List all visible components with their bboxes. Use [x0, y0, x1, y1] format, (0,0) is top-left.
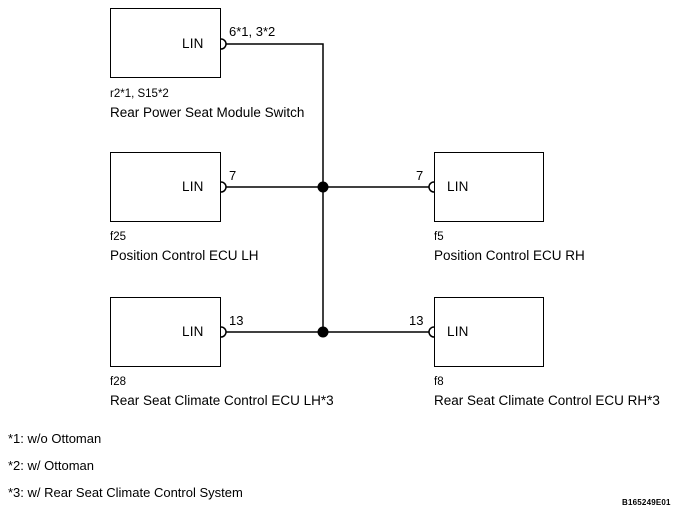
component-box-rear-seat-climate-control-ecu-lh[interactable] — [110, 297, 221, 367]
terminal-label-position-control-rh: LIN — [447, 179, 469, 194]
component-box-position-control-ecu-rh[interactable] — [434, 152, 544, 222]
footnote-2: *2: w/ Ottoman — [8, 458, 94, 473]
wire-switch-to-trunk — [226, 43, 324, 187]
reference-code: B165249E01 — [622, 498, 671, 507]
component-name-rear-power-seat-module-switch: Rear Power Seat Module Switch — [110, 105, 305, 120]
junction-dot-upper — [317, 181, 329, 193]
pin-number-position-control-lh: 7 — [229, 168, 237, 183]
component-box-rear-power-seat-module-switch[interactable] — [110, 8, 221, 78]
connector-id-rear-power-seat-module-switch: r2*1, S15*2 — [110, 88, 169, 100]
pin-number-switch: 6*1, 3*2 — [229, 24, 276, 39]
pin-number-climate-control-lh: 13 — [229, 313, 244, 328]
junction-dot-lower — [317, 326, 329, 338]
component-name-position-control-ecu-lh: Position Control ECU LH — [110, 248, 259, 263]
terminal-label-climate-control-lh: LIN — [182, 324, 204, 339]
pin-number-position-control-rh: 7 — [416, 168, 424, 183]
connector-id-position-control-ecu-rh: f5 — [434, 231, 444, 243]
connector-id-rear-seat-climate-control-ecu-lh: f28 — [110, 376, 126, 388]
pin-number-climate-control-rh: 13 — [409, 313, 424, 328]
terminal-label-switch: LIN — [182, 36, 204, 51]
component-name-rear-seat-climate-control-ecu-lh: Rear Seat Climate Control ECU LH*3 — [110, 393, 334, 408]
component-box-position-control-ecu-lh[interactable] — [110, 152, 221, 222]
component-name-rear-seat-climate-control-ecu-rh: Rear Seat Climate Control ECU RH*3 — [434, 393, 660, 408]
footnote-3: *3: w/ Rear Seat Climate Control System — [8, 485, 243, 500]
connector-id-position-control-ecu-lh: f25 — [110, 231, 126, 243]
component-box-rear-seat-climate-control-ecu-rh[interactable] — [434, 297, 544, 367]
footnote-1: *1: w/o Ottoman — [8, 431, 102, 446]
terminal-label-climate-control-rh: LIN — [447, 324, 469, 339]
terminal-label-position-control-lh: LIN — [182, 179, 204, 194]
component-name-position-control-ecu-rh: Position Control ECU RH — [434, 248, 585, 263]
connector-id-rear-seat-climate-control-ecu-rh: f8 — [434, 376, 444, 388]
